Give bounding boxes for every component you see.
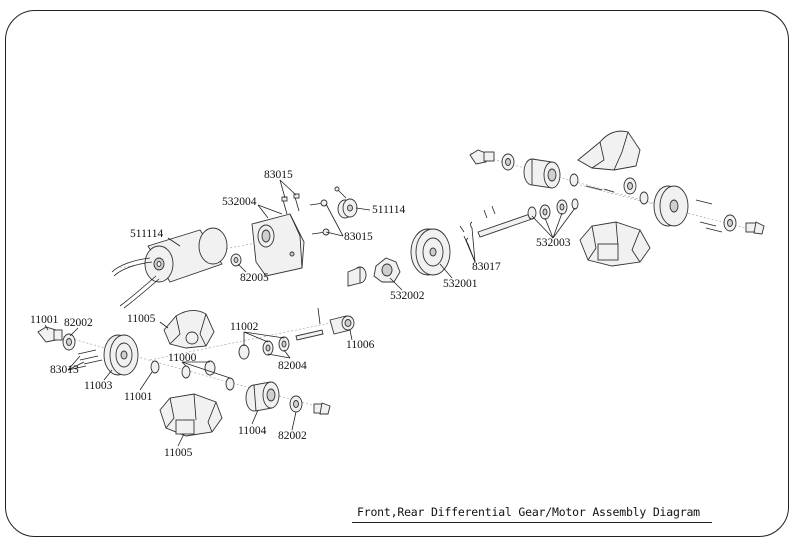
motor-plate-part <box>251 213 305 277</box>
rear-gear-cover-part <box>577 130 641 171</box>
front-outdrive-right-part <box>313 402 331 415</box>
label-11005-top: 11005 <box>127 313 156 325</box>
leader-lines <box>44 179 576 447</box>
rear-case-mount-part <box>597 243 619 261</box>
front-diff-housing-part <box>245 381 280 412</box>
motor-wires-part <box>111 257 160 309</box>
label-11006: 11006 <box>346 339 375 351</box>
part-number-labels: 83015 532004 511114 83015 511114 82005 5… <box>30 169 571 459</box>
rear-outdrive-right-part <box>745 221 765 235</box>
spur-gear-part <box>410 228 451 276</box>
label-83017: 83017 <box>472 261 501 273</box>
assembly-axis-lines <box>39 152 761 411</box>
pinion-gear-part <box>334 186 358 219</box>
rear-ring-gear-part <box>653 185 689 227</box>
rear-screws-part <box>695 199 723 233</box>
label-511114-motor: 511114 <box>130 228 163 240</box>
front-coupling-part <box>329 315 355 335</box>
caption-underline <box>352 522 712 523</box>
front-shaft-part <box>295 307 324 341</box>
rear-diff-washer-part <box>569 173 579 187</box>
label-511114-pinion: 511114 <box>372 204 405 216</box>
front-bearing-left-part <box>62 333 76 351</box>
label-11002: 11002 <box>230 321 259 333</box>
front-gear-case-part <box>159 393 223 437</box>
rear-diff-housing-part <box>523 158 561 189</box>
label-532003: 532003 <box>536 237 571 249</box>
label-532004: 532004 <box>222 196 257 208</box>
motor-screws-part <box>281 193 330 236</box>
label-11005-bottom: 11005 <box>164 447 193 459</box>
front-differential-group <box>37 307 355 437</box>
spur-gear-group <box>347 198 579 287</box>
front-diff-washer-part <box>150 360 160 374</box>
label-83015-top: 83015 <box>264 169 293 181</box>
front-ring-gear-part <box>103 334 139 376</box>
label-11003: 11003 <box>84 380 113 392</box>
diagram-frame <box>5 10 789 537</box>
label-82004: 82004 <box>278 360 307 372</box>
slipper-hub-part <box>347 257 401 287</box>
drive-pins-part <box>459 205 496 245</box>
label-532002: 532002 <box>390 290 425 302</box>
label-82002-bottom: 82002 <box>278 430 307 442</box>
diagram-caption: Front,Rear Differential Gear/Motor Assem… <box>357 505 700 519</box>
rear-differential-group <box>469 130 765 267</box>
motor-group <box>111 186 358 309</box>
front-gear-cover-part <box>163 310 215 349</box>
label-11004: 11004 <box>238 425 267 437</box>
label-11001-left: 11001 <box>30 314 59 326</box>
rear-pin-part <box>585 185 615 193</box>
label-83013: 83013 <box>50 364 79 376</box>
front-bearing-right-part <box>289 395 303 413</box>
label-11001-mid: 11001 <box>124 391 153 403</box>
front-diff-gears-part <box>181 336 290 391</box>
front-outdrive-left-part <box>37 326 63 343</box>
motor-part <box>144 227 228 283</box>
front-screws-part <box>77 349 103 365</box>
label-11000: 11000 <box>168 352 197 364</box>
label-82002-left: 82002 <box>64 317 93 329</box>
label-82005: 82005 <box>240 272 269 284</box>
rear-outdrive-left-part <box>469 149 495 165</box>
label-532001: 532001 <box>443 278 478 290</box>
label-83015-right: 83015 <box>344 231 373 243</box>
motor-washer-part <box>230 253 242 267</box>
shaft-bearings-part <box>527 198 579 220</box>
